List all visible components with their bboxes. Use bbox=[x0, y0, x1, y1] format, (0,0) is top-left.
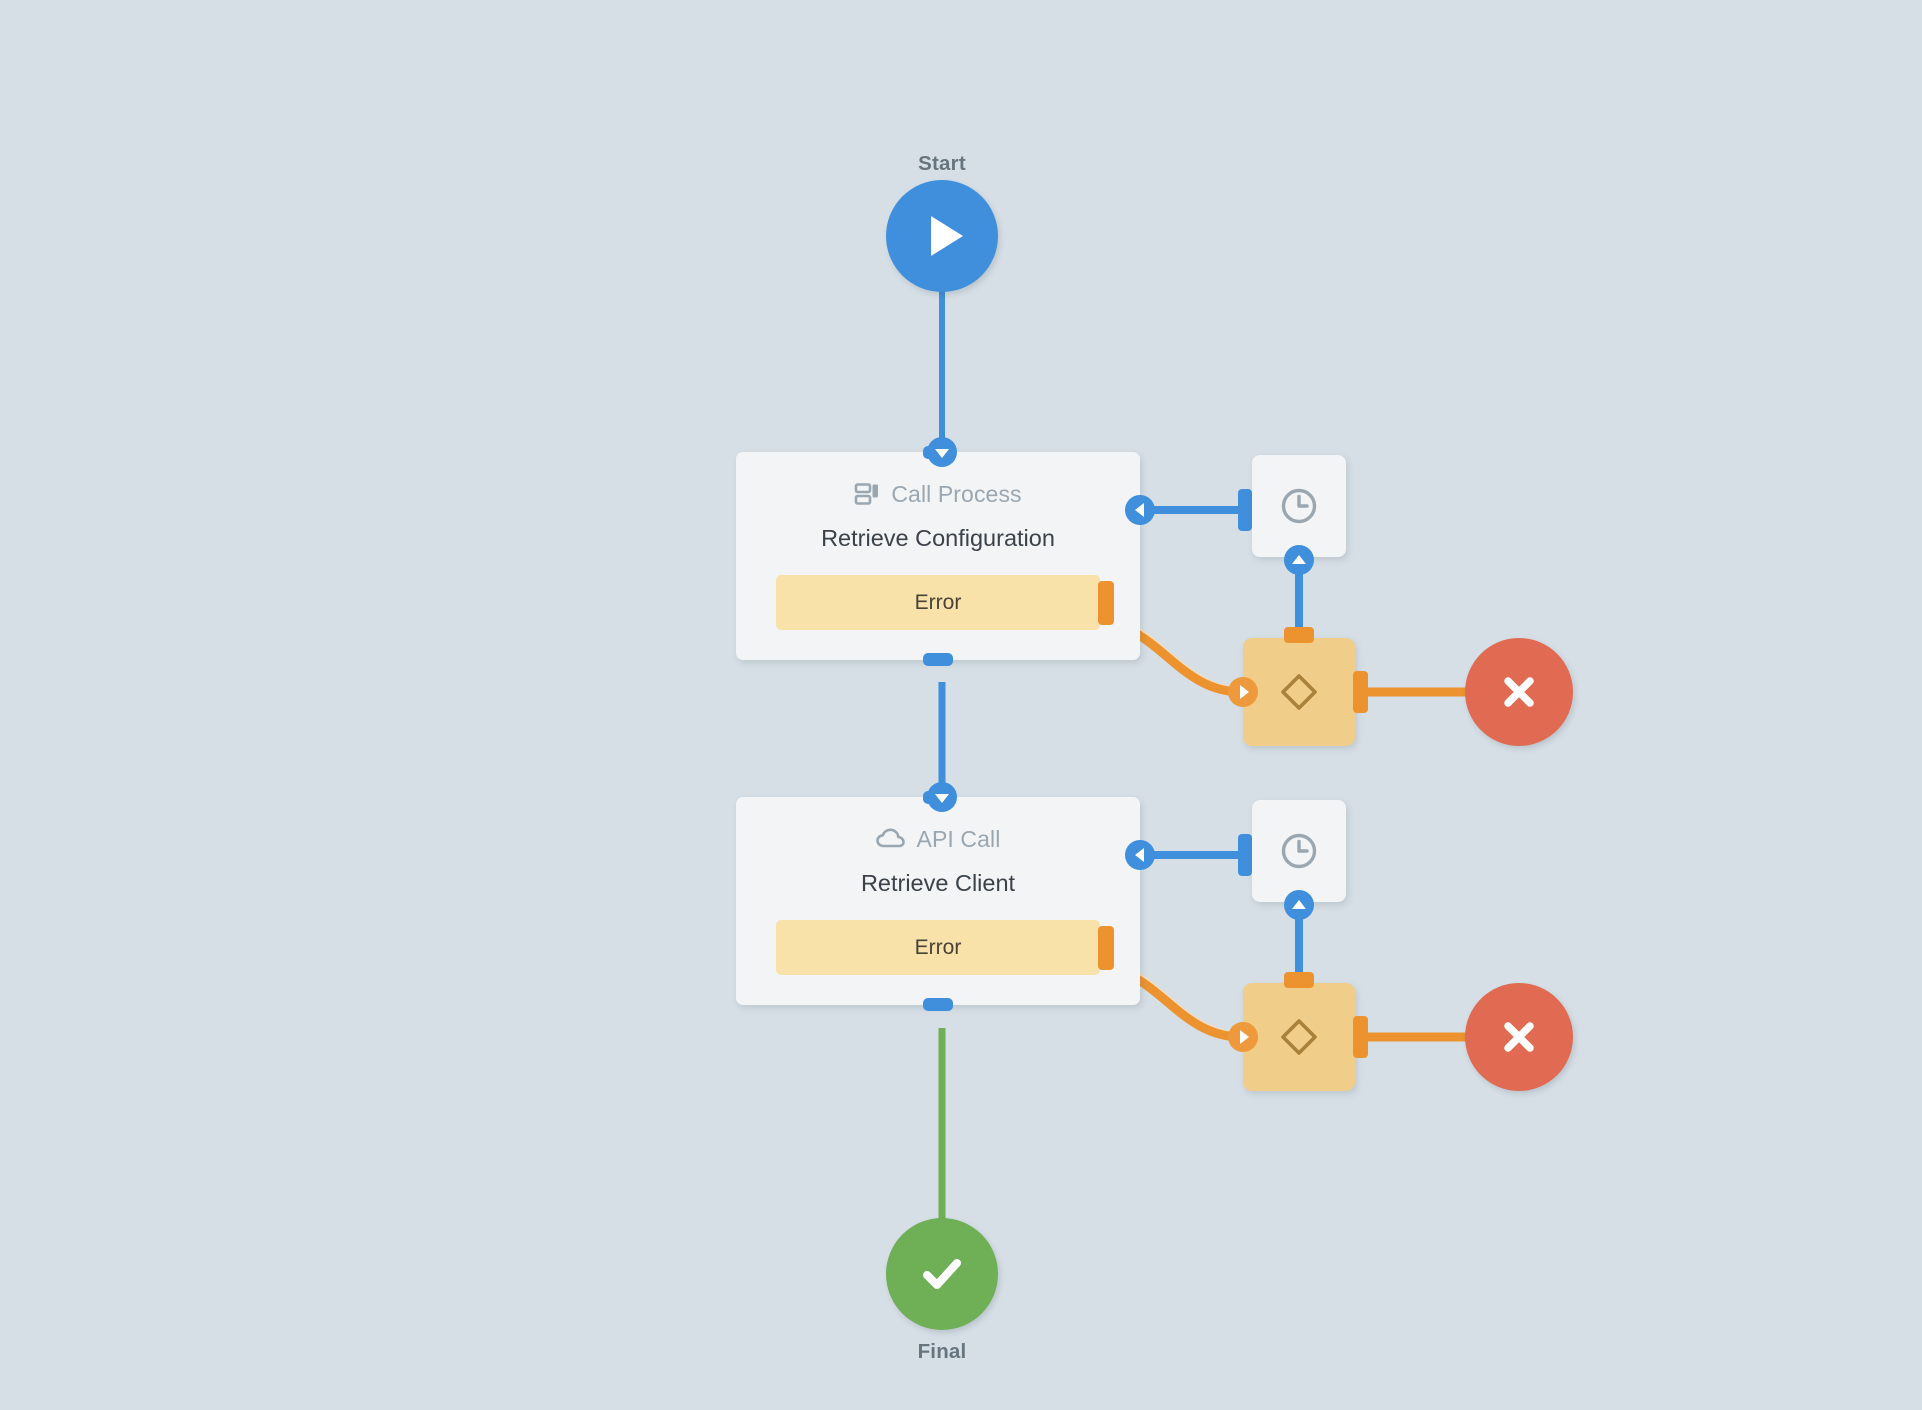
chevron-right-icon bbox=[1240, 685, 1249, 699]
chevron-up-icon bbox=[1292, 554, 1306, 564]
gateway1-right-tab bbox=[1353, 671, 1368, 713]
gateway-node-1[interactable] bbox=[1243, 627, 1368, 746]
diamond-icon bbox=[1281, 1019, 1317, 1055]
task1-error-band[interactable]: Error bbox=[776, 575, 1114, 630]
task2-error-output-tab bbox=[1098, 925, 1114, 970]
task1-title: Retrieve Configuration bbox=[821, 525, 1055, 551]
chevron-right-icon bbox=[1240, 1030, 1249, 1044]
task2-error-band[interactable]: Error bbox=[776, 920, 1114, 975]
cross-icon bbox=[1504, 1022, 1534, 1052]
gateway1-top-tab bbox=[1284, 627, 1314, 643]
start-label: Start bbox=[918, 152, 966, 175]
timer-node-1[interactable] bbox=[1252, 455, 1346, 557]
chevron-left-icon bbox=[1134, 848, 1144, 862]
arrow-timer2-into-task2 bbox=[1125, 840, 1155, 870]
task1-type-label: Call Process bbox=[891, 480, 1022, 507]
arrow-error1-into-gateway1 bbox=[1228, 677, 1258, 707]
gateway-node-2[interactable] bbox=[1243, 972, 1368, 1091]
task1-type-row: Call Process bbox=[736, 452, 1140, 509]
task2-type-label: API Call bbox=[916, 825, 1001, 852]
chevron-down-icon bbox=[935, 448, 949, 458]
chevron-down-icon bbox=[935, 793, 949, 803]
task2-title: Retrieve Client bbox=[860, 870, 1016, 896]
sub-process-icon bbox=[855, 483, 879, 505]
timer-node-2[interactable] bbox=[1252, 800, 1346, 902]
start-node[interactable] bbox=[886, 180, 998, 292]
task-card-retrieve-client[interactable]: API Call Retrieve Client Error bbox=[736, 791, 1140, 1011]
cloud-icon bbox=[875, 828, 905, 848]
task1-error-label: Error bbox=[914, 590, 962, 614]
task1-bottom-tab bbox=[923, 653, 953, 666]
task2-bottom-tab bbox=[923, 998, 953, 1011]
arrow-timer1-into-task1 bbox=[1125, 495, 1155, 525]
check-icon bbox=[923, 1259, 961, 1289]
gateway2-right-tab bbox=[1353, 1016, 1368, 1058]
task-card-retrieve-configuration[interactable]: Call Process Retrieve Configuration Erro… bbox=[736, 446, 1140, 666]
timer2-left-tab bbox=[1238, 834, 1252, 876]
task2-type-row: API Call bbox=[736, 797, 1140, 854]
task2-error-label: Error bbox=[914, 935, 962, 959]
final-label: Final bbox=[917, 1340, 967, 1363]
play-icon bbox=[930, 216, 963, 256]
clock-icon bbox=[1281, 488, 1317, 524]
arrow-gateway2-into-timer2 bbox=[1284, 890, 1314, 920]
arrow-into-task1 bbox=[927, 437, 957, 467]
cross-icon bbox=[1504, 677, 1534, 707]
error-end-node-1[interactable] bbox=[1465, 638, 1573, 746]
gateway2-top-tab bbox=[1284, 972, 1314, 988]
final-node[interactable] bbox=[886, 1218, 998, 1330]
arrow-gateway1-into-timer1 bbox=[1284, 545, 1314, 575]
clock-icon bbox=[1281, 833, 1317, 869]
arrow-error2-into-gateway2 bbox=[1228, 1022, 1258, 1052]
chevron-up-icon bbox=[1292, 899, 1306, 909]
task1-error-output-tab bbox=[1098, 580, 1114, 625]
timer1-left-tab bbox=[1238, 489, 1252, 531]
chevron-left-icon bbox=[1134, 503, 1144, 517]
diamond-icon bbox=[1281, 674, 1317, 710]
arrow-into-task2 bbox=[927, 782, 957, 812]
error-end-node-2[interactable] bbox=[1465, 983, 1573, 1091]
